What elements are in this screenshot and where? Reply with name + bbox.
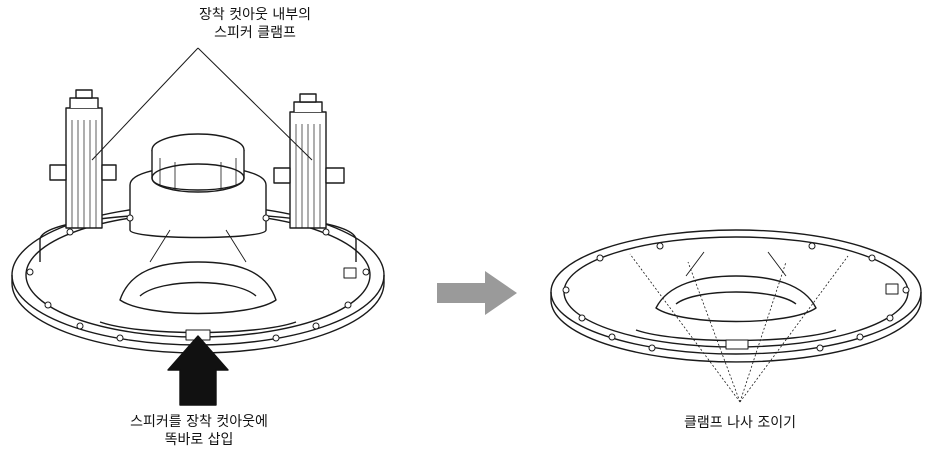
callout-insert-line1: 스피커를 장착 컷아웃에: [130, 414, 268, 430]
callout-insert-label: 스피커를 장착 컷아웃에 똑바로 삽입: [84, 413, 314, 449]
speaker-magnet: [151, 150, 245, 191]
callout-insert-line2: 똑바로 삽입: [164, 432, 234, 448]
installed-label-mark: [885, 283, 899, 295]
screw-callout-lines: [629, 253, 849, 403]
speaker-baffle-face: [119, 261, 277, 315]
installed-baffle-face: [655, 275, 817, 323]
installed-center-mark: [725, 339, 749, 350]
speaker-clamp-left: [49, 89, 117, 229]
callout-tighten-line1: 클램프 나사 조이기: [684, 415, 796, 431]
speaker-with-clamps: [11, 47, 385, 354]
callout-clamps-line2: 스피커 클램프: [214, 25, 296, 41]
installed-flange-edge: [550, 292, 922, 363]
speaker-label-mark: [343, 267, 357, 279]
callout-tighten-label: 클램프 나사 조이기: [610, 414, 870, 432]
clamp-callout-lines: [91, 47, 313, 161]
speaker-clamp-right: [273, 93, 345, 229]
speaker-flange-holes: [26, 214, 370, 342]
callout-clamps-line1: 장착 컷아웃 내부의: [199, 7, 311, 23]
speaker-installed: [550, 229, 922, 403]
insert-up-arrow-icon: [167, 335, 229, 406]
process-right-arrow-icon: [437, 271, 517, 315]
installed-flange-holes: [562, 242, 910, 352]
callout-clamps-label: 장착 컷아웃 내부의 스피커 클램프: [170, 6, 340, 42]
